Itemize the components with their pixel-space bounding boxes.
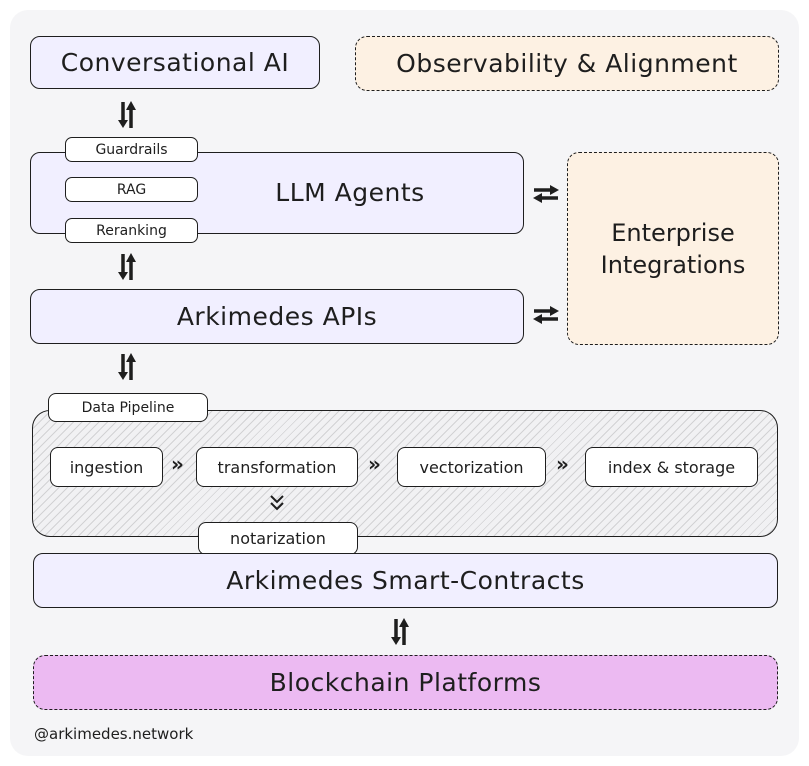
- pipeline-chevron-icon: »: [368, 452, 381, 476]
- blockchain-platforms-box: Blockchain Platforms: [33, 655, 778, 710]
- bidirectional-arrow-icon: [118, 101, 136, 128]
- bidirectional-arrow-icon: [118, 253, 136, 280]
- bidirectional-arrow-icon: [118, 353, 136, 380]
- llm-agents-label: LLM Agents: [275, 177, 425, 207]
- arkimedes-apis-box: Arkimedes APIs: [30, 289, 524, 344]
- pipeline-stage-vectorization: vectorization: [397, 447, 546, 487]
- smart-contracts-box: Arkimedes Smart-Contracts: [33, 553, 778, 608]
- footer-credit: @arkimedes.network: [34, 725, 194, 743]
- bidirectional-arrow-icon: [533, 185, 559, 203]
- pipeline-stage-index-storage: index & storage: [585, 447, 758, 487]
- observability-alignment-box: Observability & Alignment: [355, 36, 779, 91]
- data-pipeline-tab: Data Pipeline: [48, 393, 208, 422]
- pipeline-chevron-icon: »: [556, 452, 569, 476]
- conversational-ai-box: Conversational AI: [30, 36, 320, 89]
- double-chevron-down-icon: [270, 495, 284, 511]
- rag-pill: RAG: [65, 177, 198, 202]
- bidirectional-arrow-icon: [391, 618, 409, 645]
- bidirectional-arrow-icon: [533, 306, 559, 324]
- pipeline-stage-ingestion: ingestion: [50, 447, 163, 487]
- pipeline-chevron-icon: »: [171, 452, 184, 476]
- enterprise-label-line1: Enterprise: [611, 218, 735, 247]
- guardrails-pill: Guardrails: [65, 137, 198, 162]
- enterprise-label-line2: Integrations: [600, 250, 746, 279]
- enterprise-integrations-box: Enterprise Integrations: [567, 152, 779, 345]
- pipeline-stage-transformation: transformation: [196, 447, 358, 487]
- reranking-pill: Reranking: [65, 218, 198, 243]
- notarization-pill: notarization: [198, 522, 358, 555]
